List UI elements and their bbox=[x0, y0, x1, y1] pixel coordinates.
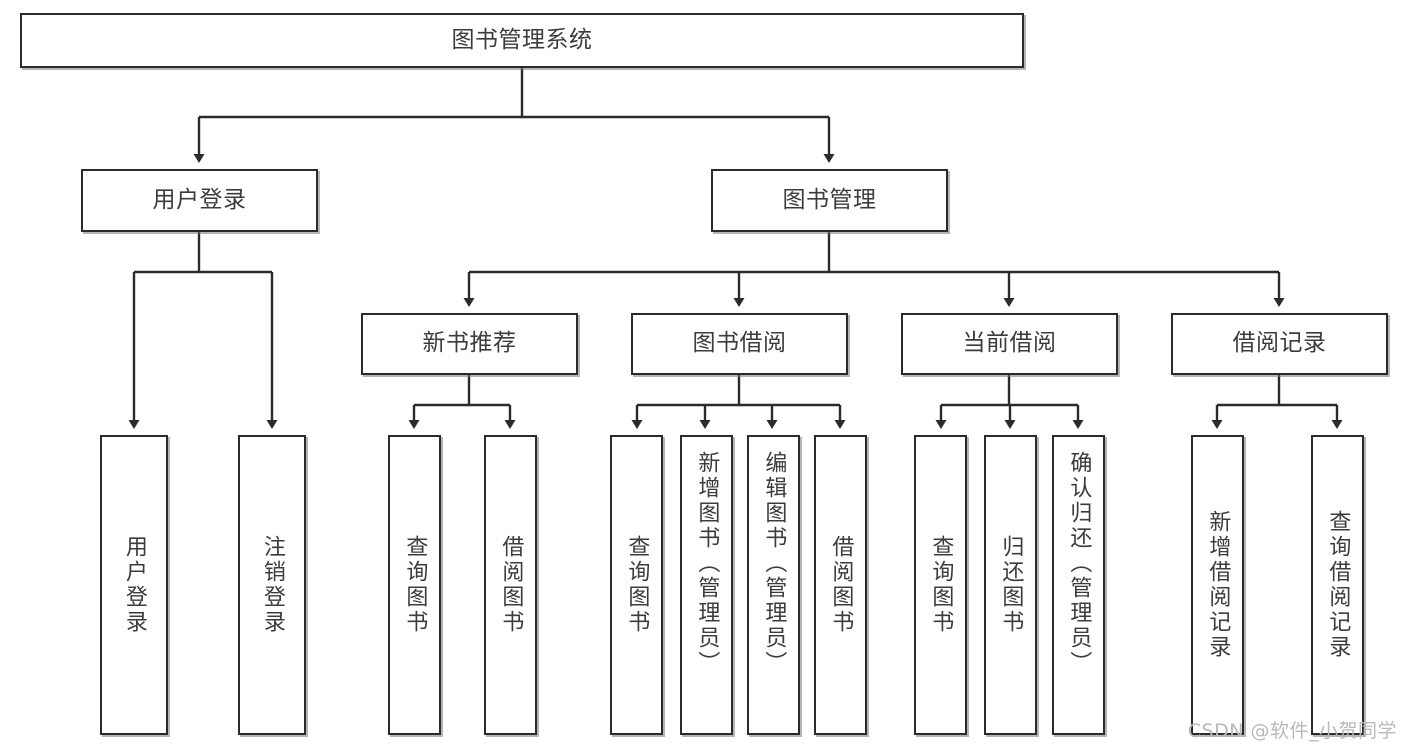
leaf-user-login-label: 用户登录 bbox=[121, 535, 147, 635]
node-book-management-label: 图书管理 bbox=[782, 186, 877, 213]
leaf-user-login[interactable]: 用户登录 bbox=[100, 435, 168, 735]
leaf-cb-query-book[interactable]: 查询图书 bbox=[914, 435, 967, 735]
leaf-cb-return-book[interactable]: 归还图书 bbox=[984, 435, 1037, 735]
node-book-borrow-label: 图书借阅 bbox=[692, 330, 787, 357]
node-user-login-label: 用户登录 bbox=[152, 186, 247, 213]
leaf-br-add-record[interactable]: 新增借阅记录 bbox=[1191, 435, 1244, 735]
node-book-borrow[interactable]: 图书借阅 bbox=[631, 313, 848, 375]
leaf-cb-confirm-return-label: 确认归还（管理员） bbox=[1066, 451, 1092, 676]
leaf-cb-return-book-label: 归还图书 bbox=[998, 535, 1024, 635]
leaf-bb-borrow-book[interactable]: 借阅图书 bbox=[814, 435, 867, 735]
leaf-bb-borrow-book-label: 借阅图书 bbox=[828, 535, 854, 635]
leaf-br-query-record[interactable]: 查询借阅记录 bbox=[1311, 435, 1364, 735]
node-new-book-recommend-label: 新书推荐 bbox=[422, 330, 517, 357]
leaf-logout-label: 注销登录 bbox=[259, 535, 285, 635]
node-root-label: 图书管理系统 bbox=[451, 26, 593, 53]
leaf-nb-query-book[interactable]: 查询图书 bbox=[388, 435, 441, 735]
node-current-borrow[interactable]: 当前借阅 bbox=[901, 313, 1118, 375]
leaf-nb-query-book-label: 查询图书 bbox=[402, 535, 428, 635]
leaf-nb-borrow-book[interactable]: 借阅图书 bbox=[484, 435, 537, 735]
leaf-nb-borrow-book-label: 借阅图书 bbox=[498, 535, 524, 635]
leaf-bb-add-book[interactable]: 新增图书（管理员） bbox=[680, 435, 733, 735]
leaf-logout[interactable]: 注销登录 bbox=[238, 435, 306, 735]
node-root[interactable]: 图书管理系统 bbox=[20, 13, 1024, 68]
leaf-br-query-record-label: 查询借阅记录 bbox=[1325, 510, 1351, 660]
leaf-bb-edit-book-label: 编辑图书（管理员） bbox=[761, 451, 787, 676]
leaf-bb-add-book-label: 新增图书（管理员） bbox=[694, 451, 720, 676]
leaf-cb-confirm-return[interactable]: 确认归还（管理员） bbox=[1052, 435, 1105, 735]
node-borrow-record[interactable]: 借阅记录 bbox=[1171, 313, 1388, 375]
leaf-cb-query-book-label: 查询图书 bbox=[928, 535, 954, 635]
node-current-borrow-label: 当前借阅 bbox=[962, 330, 1057, 357]
node-book-management[interactable]: 图书管理 bbox=[711, 169, 948, 232]
leaf-br-add-record-label: 新增借阅记录 bbox=[1205, 510, 1231, 660]
node-borrow-record-label: 借阅记录 bbox=[1232, 330, 1327, 357]
node-user-login[interactable]: 用户登录 bbox=[81, 169, 318, 232]
leaf-bb-query-book-label: 查询图书 bbox=[624, 535, 650, 635]
tree-connectors bbox=[128, 68, 1343, 429]
leaf-bb-query-book[interactable]: 查询图书 bbox=[610, 435, 663, 735]
node-new-book-recommend[interactable]: 新书推荐 bbox=[361, 313, 578, 375]
leaf-bb-edit-book[interactable]: 编辑图书（管理员） bbox=[747, 435, 800, 735]
